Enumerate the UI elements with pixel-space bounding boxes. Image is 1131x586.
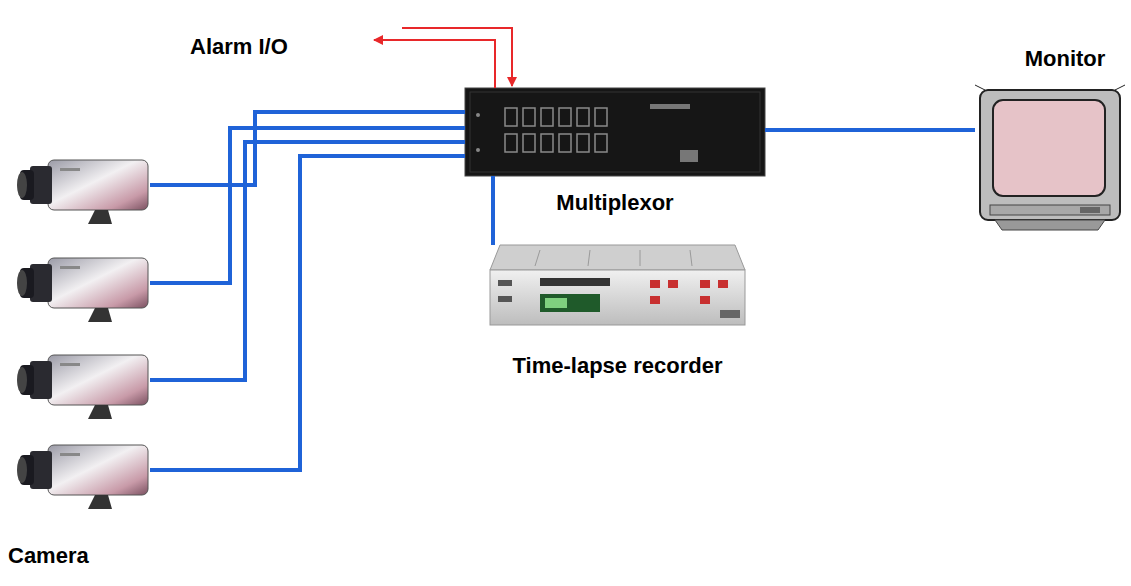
- alarm-arrows: [374, 28, 512, 88]
- multiplexor-box: Multiplexor: [465, 88, 765, 176]
- signal-label: Alarm I/O: [190, 34, 288, 59]
- video-cable: [150, 142, 465, 380]
- multiplexor-unit: [465, 88, 765, 176]
- video-cable: [150, 112, 465, 185]
- recorder-box: Time-lapse recorder: [490, 245, 745, 327]
- device-label: Monitor: [1025, 46, 1106, 71]
- video-cable: [491, 176, 495, 245]
- camera-icon: [17, 160, 148, 509]
- recorder-unit: [490, 245, 745, 325]
- monitor-box: Monitor: [975, 85, 1125, 233]
- video-cable: [150, 156, 465, 470]
- device-label: Camera: [8, 543, 89, 568]
- camera-group: Camera: [10, 150, 150, 490]
- device-label: Time-lapse recorder: [513, 353, 723, 378]
- monitor-unit: [975, 85, 1125, 230]
- device-label: Multiplexor: [556, 190, 673, 215]
- video-cable: [765, 128, 975, 132]
- video-cable: [150, 128, 465, 283]
